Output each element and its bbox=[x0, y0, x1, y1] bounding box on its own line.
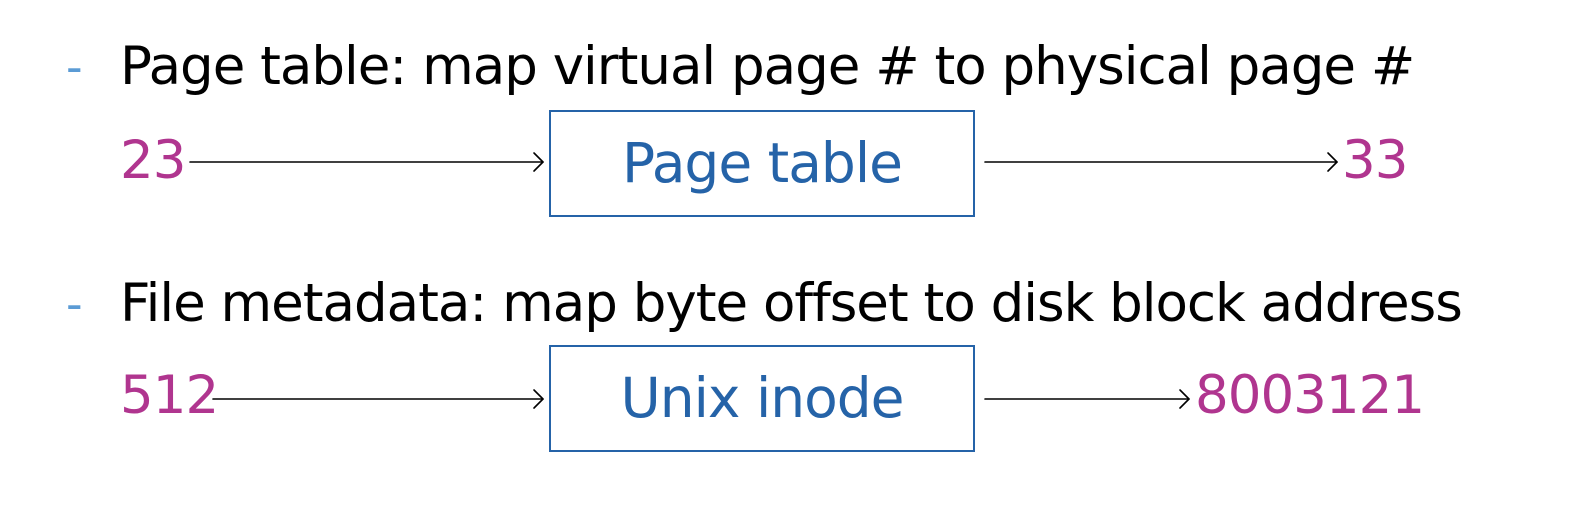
heading-page-table: Page table: map virtual page # to physic… bbox=[120, 36, 1415, 97]
bullet-marker: - bbox=[66, 40, 83, 94]
arrow-page-table-to-output bbox=[984, 152, 1338, 172]
page-table-box-label: Page table bbox=[622, 131, 903, 195]
arrow-input-to-unix-inode bbox=[212, 389, 544, 409]
output-value-disk-block: 8003121 bbox=[1195, 365, 1425, 426]
input-value-virtual-page: 23 bbox=[120, 130, 186, 191]
arrow-unix-inode-to-output bbox=[984, 389, 1190, 409]
bullet-marker: - bbox=[66, 277, 83, 331]
heading-file-metadata: File metadata: map byte offset to disk b… bbox=[120, 273, 1463, 334]
output-value-physical-page: 33 bbox=[1342, 130, 1408, 191]
unix-inode-box-label: Unix inode bbox=[620, 366, 905, 430]
input-value-byte-offset: 512 bbox=[120, 365, 219, 426]
page-table-box: Page table bbox=[549, 110, 975, 217]
arrow-input-to-page-table bbox=[189, 152, 544, 172]
unix-inode-box: Unix inode bbox=[549, 345, 975, 452]
